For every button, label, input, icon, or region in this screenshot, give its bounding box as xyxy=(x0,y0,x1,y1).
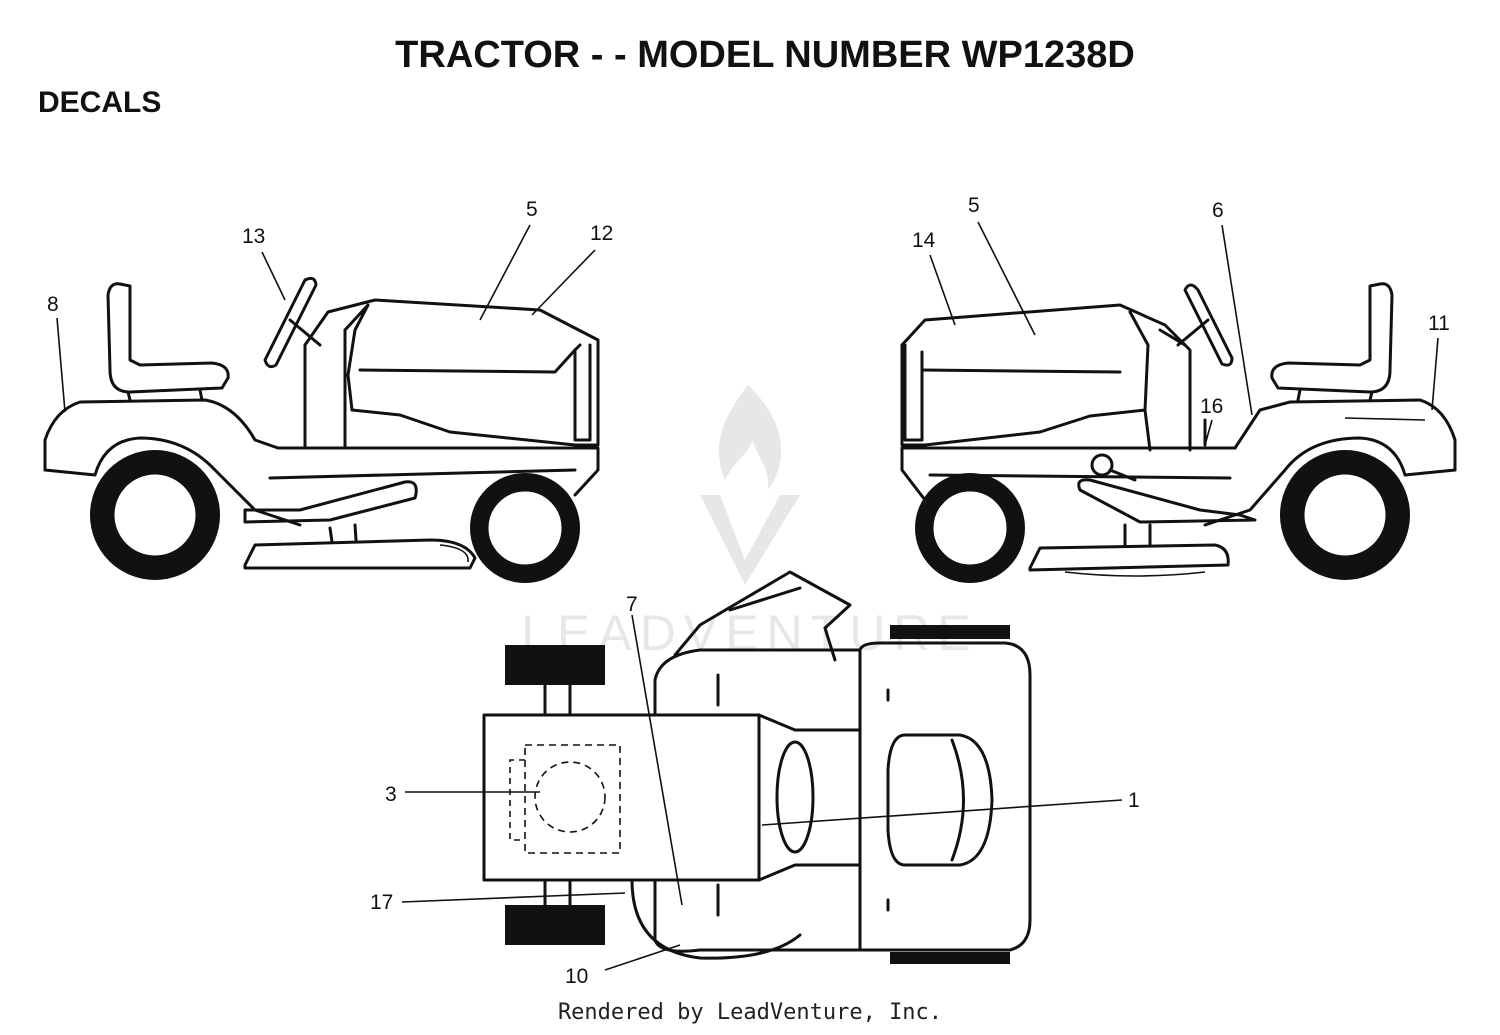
tractor-right-side-view xyxy=(900,282,1457,583)
top-front-wheel xyxy=(505,645,605,685)
tractor-top-view xyxy=(482,570,1032,964)
top-front-wheel-2 xyxy=(505,905,605,945)
callout-13: 13 xyxy=(242,225,265,248)
callout-16: 16 xyxy=(1200,395,1223,418)
callout-12: 12 xyxy=(590,222,613,245)
render-credit: Rendered by LeadVenture, Inc. xyxy=(557,1000,943,1025)
callout-14: 14 xyxy=(912,229,936,252)
callout-leaders xyxy=(56,221,1439,971)
callout-11: 11 xyxy=(1428,312,1450,335)
callout-17: 17 xyxy=(370,891,393,914)
callout-8: 8 xyxy=(47,293,59,316)
callout-7: 7 xyxy=(626,593,638,616)
callout-10: 10 xyxy=(565,965,588,988)
callout-3: 3 xyxy=(385,783,397,806)
callout-numbers: 13 5 12 8 14 5 6 11 16 7 3 1 17 10 xyxy=(47,194,1450,988)
diagram-title: TRACTOR - - MODEL NUMBER WP1238D xyxy=(395,34,1135,76)
section-heading: DECALS xyxy=(38,86,162,119)
decal-diagram: LEADVENTURE xyxy=(43,194,1457,988)
callout-1: 1 xyxy=(1128,789,1140,812)
callout-5-right: 5 xyxy=(968,194,980,217)
top-rear-wheel xyxy=(890,625,1010,639)
tractor-left-side-view xyxy=(43,276,600,583)
callout-5-left: 5 xyxy=(526,198,538,221)
top-rear-wheel-2 xyxy=(890,952,1010,964)
callout-6: 6 xyxy=(1212,199,1224,222)
